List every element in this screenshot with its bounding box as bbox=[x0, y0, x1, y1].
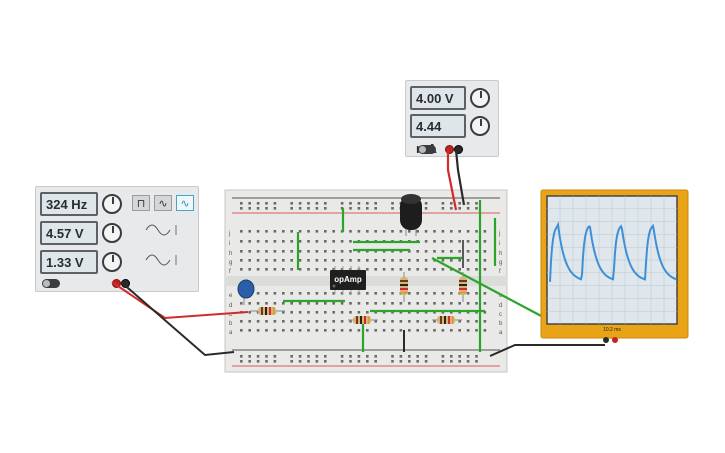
supply-black-wire bbox=[454, 149, 466, 206]
sine-wave-button[interactable]: ∿ bbox=[154, 195, 172, 211]
power-toggle[interactable] bbox=[42, 279, 60, 288]
waveform-icons bbox=[145, 224, 177, 266]
amplitude-display: 4.57 V bbox=[40, 221, 98, 245]
resistor-3 bbox=[432, 316, 462, 324]
row-letter: i bbox=[229, 241, 230, 247]
supply-negative-terminal[interactable] bbox=[454, 145, 463, 154]
fg-red-wire bbox=[111, 281, 249, 320]
voltage-display: 4.00 V bbox=[410, 86, 466, 110]
row-letter: g bbox=[499, 260, 502, 266]
green-wires bbox=[283, 200, 546, 352]
power-supply: 4.00 V 4.44 mA bbox=[405, 80, 499, 157]
row-letter: e bbox=[229, 293, 233, 299]
square-wave-button[interactable]: ⊓ bbox=[132, 195, 150, 211]
electrolytic-capacitor bbox=[400, 194, 422, 236]
row-letter: j bbox=[498, 231, 500, 237]
resistor-1 bbox=[250, 307, 285, 315]
row-letter: b bbox=[229, 321, 233, 327]
row-letter: h bbox=[229, 251, 232, 257]
voltage-knob[interactable] bbox=[470, 88, 490, 108]
row-letter: c bbox=[229, 312, 232, 318]
frequency-knob[interactable] bbox=[102, 194, 122, 214]
row-letter: h bbox=[499, 251, 502, 257]
row-letter: d bbox=[229, 303, 232, 309]
resistor-5 bbox=[459, 272, 467, 302]
row-letter: a bbox=[229, 330, 233, 336]
opamp-label: opAmp bbox=[334, 275, 362, 284]
fg-black-wire bbox=[120, 281, 235, 357]
current-knob[interactable] bbox=[470, 116, 490, 136]
scope-time-per-div: 10.2 ms bbox=[603, 327, 621, 333]
row-letter: a bbox=[499, 330, 503, 336]
amplitude-knob[interactable] bbox=[102, 223, 122, 243]
supply-red-wire bbox=[446, 150, 458, 211]
triangle-wave-button[interactable]: ∿ bbox=[176, 195, 194, 211]
row-letter: g bbox=[229, 260, 232, 266]
scope-black-wire bbox=[489, 344, 605, 357]
oscilloscope bbox=[540, 189, 689, 343]
supply-power-toggle[interactable] bbox=[418, 145, 436, 154]
function-generator: 324 Hz 4.57 V 1.33 V ⊓ ∿ ∿ bbox=[35, 186, 199, 292]
opamp-chip bbox=[330, 266, 366, 294]
row-letter: j bbox=[228, 231, 230, 237]
frequency-display: 324 Hz bbox=[40, 192, 98, 216]
row-letter: f bbox=[499, 269, 501, 275]
dc-offset-knob[interactable] bbox=[102, 252, 122, 272]
row-letter: i bbox=[499, 241, 500, 247]
supply-positive-terminal[interactable] bbox=[445, 145, 454, 154]
resistor-4 bbox=[400, 272, 408, 302]
dc-offset-display: 1.33 V bbox=[40, 250, 98, 274]
row-letter: d bbox=[499, 303, 502, 309]
row-letter: e bbox=[499, 293, 503, 299]
row-letter: f bbox=[229, 269, 231, 275]
resistor-2 bbox=[348, 316, 378, 324]
row-letter: b bbox=[499, 321, 503, 327]
ceramic-capacitor bbox=[237, 279, 255, 305]
row-letter: c bbox=[499, 312, 502, 318]
